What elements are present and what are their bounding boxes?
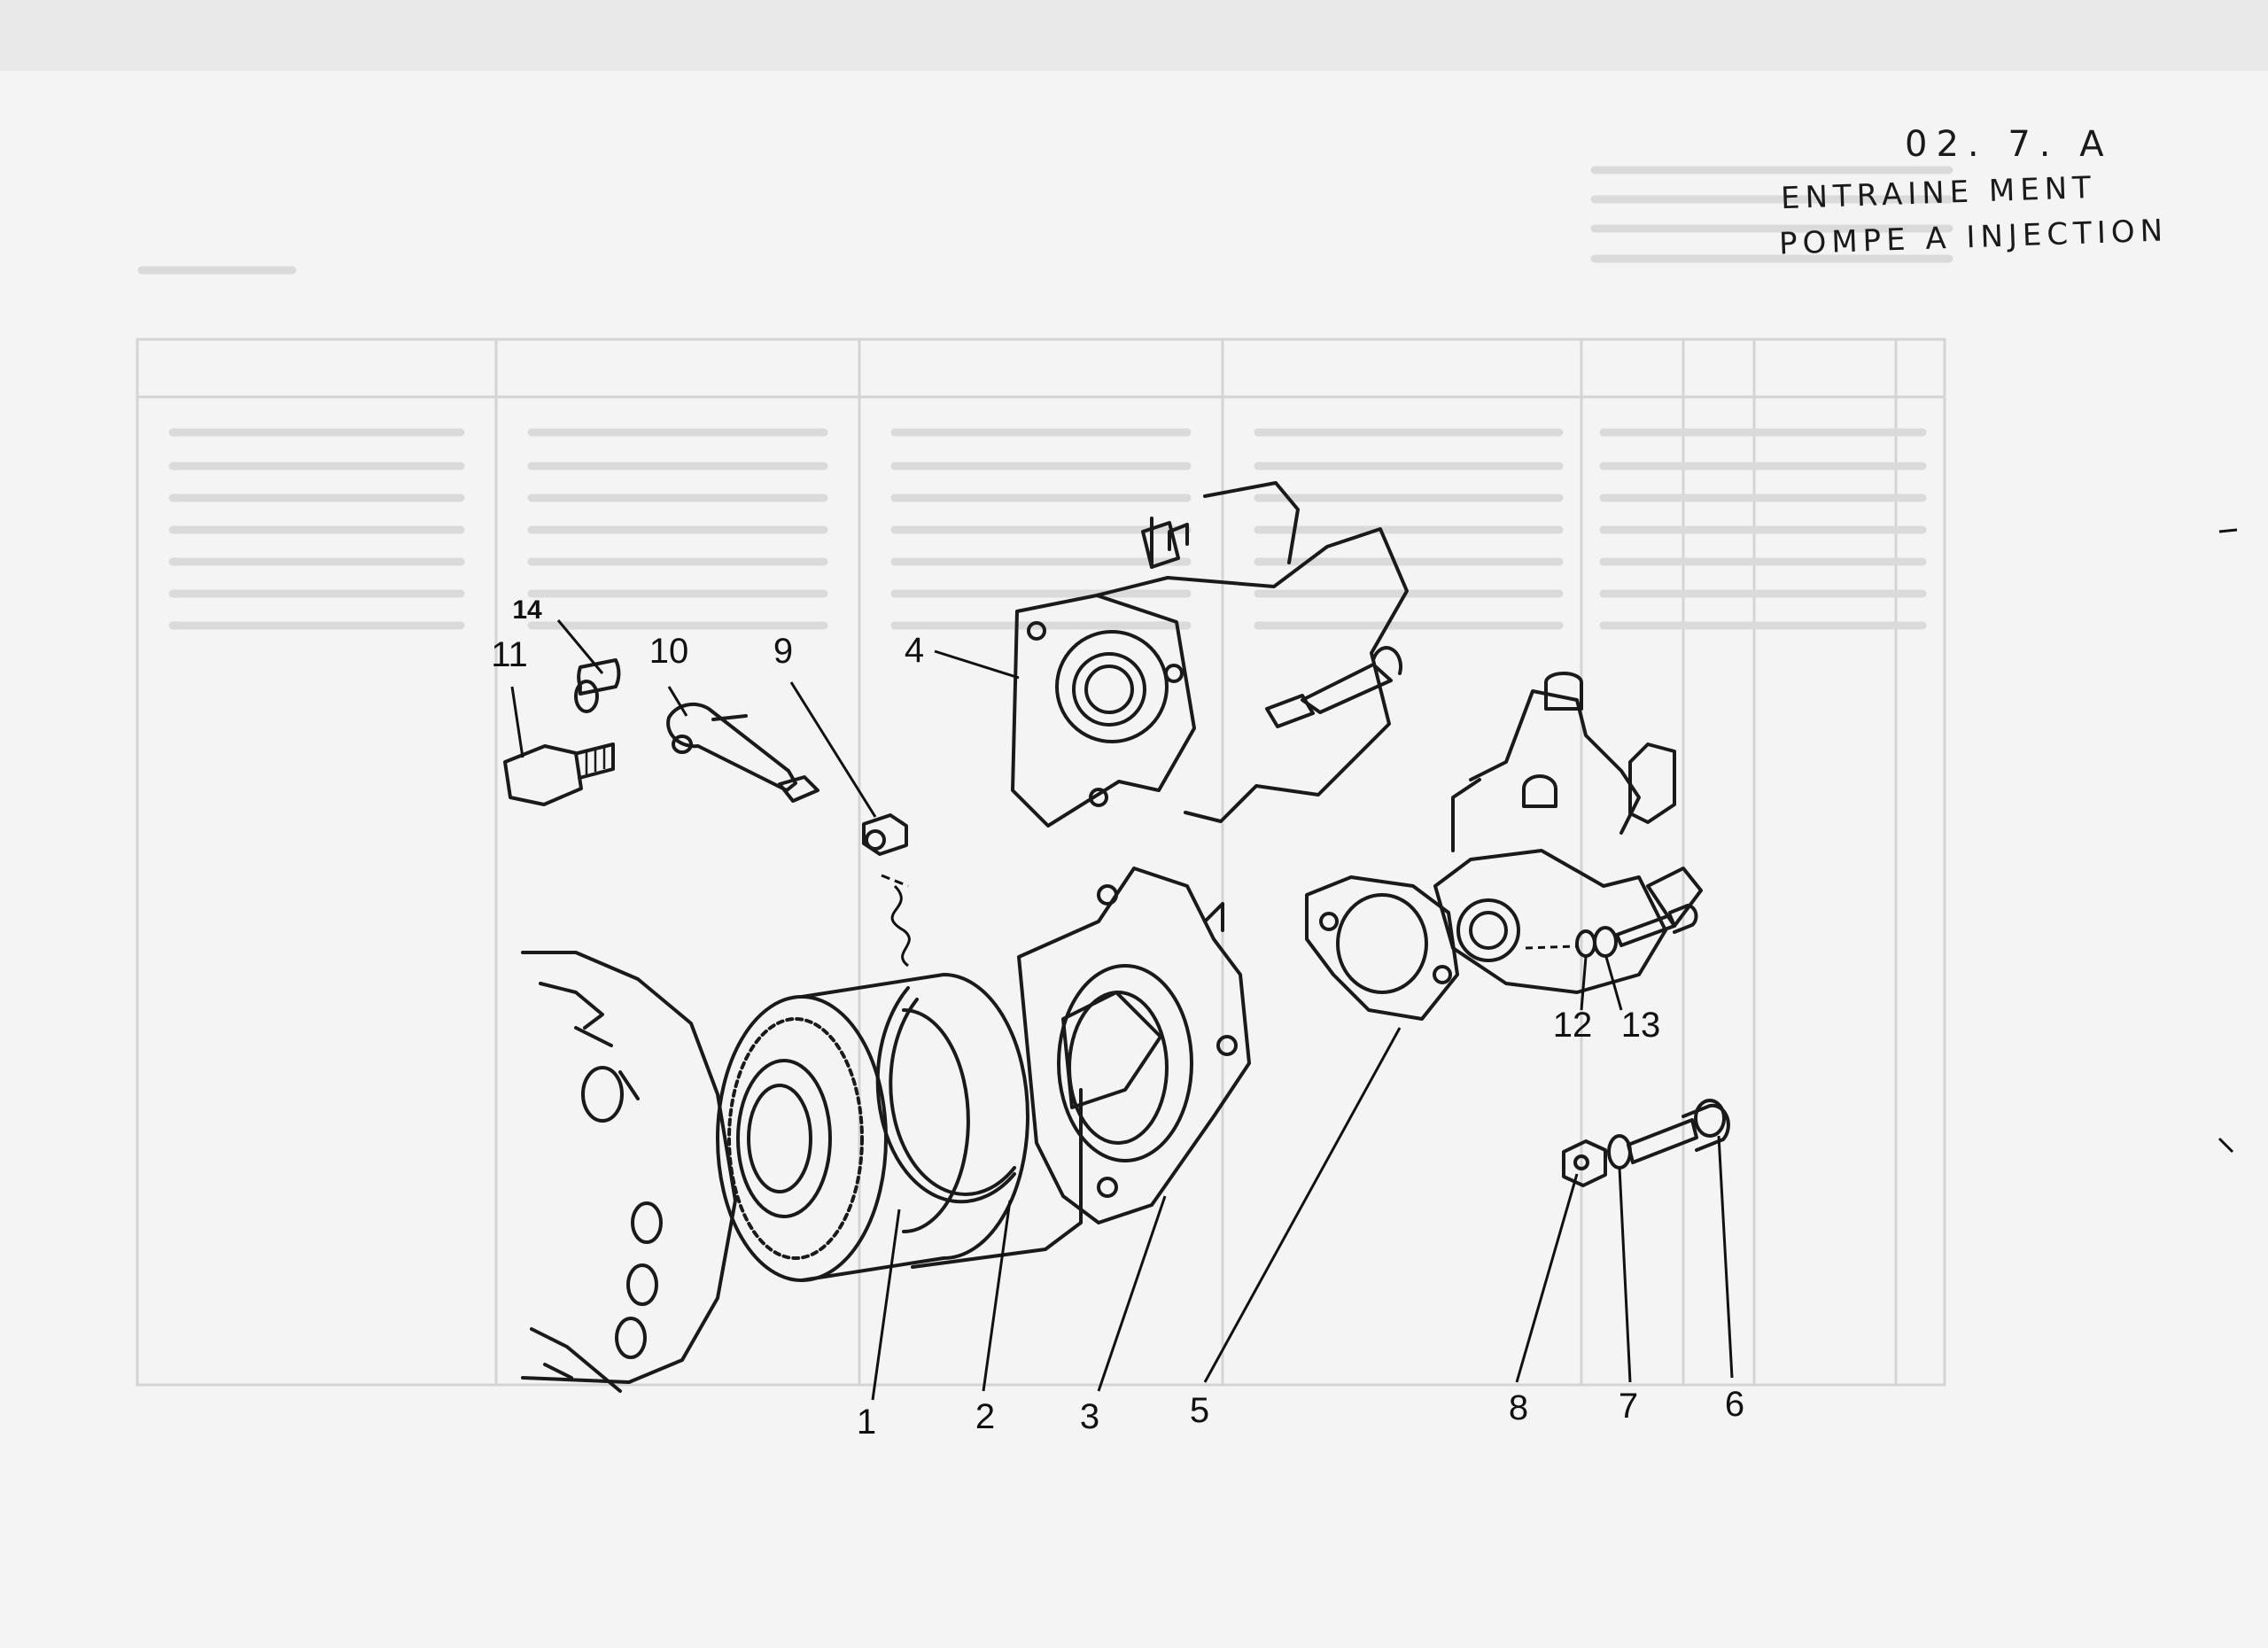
part-12-13-washers bbox=[1575, 904, 1698, 958]
callout-1: 1 bbox=[857, 1403, 876, 1442]
part-11-bolt bbox=[503, 742, 615, 806]
handwritten-ref-code: 02. 7. A bbox=[1905, 124, 2113, 165]
part-2-seal bbox=[875, 986, 1083, 1269]
engine-block-fragment bbox=[521, 951, 737, 1393]
callout-14: 14 bbox=[512, 595, 542, 625]
part-5-gasket bbox=[1305, 875, 1459, 1021]
part-6-7-8-bolt-set bbox=[1562, 1099, 1730, 1187]
part-3-cover bbox=[1017, 867, 1251, 1224]
callout-2: 2 bbox=[975, 1397, 995, 1436]
bleed-through-table bbox=[136, 338, 1946, 1387]
part-1-gear bbox=[716, 973, 1029, 1282]
callout-13: 13 bbox=[1621, 1006, 1661, 1045]
part-9-nut bbox=[862, 813, 908, 856]
callout-3: 3 bbox=[1080, 1397, 1099, 1436]
callout-8: 8 bbox=[1509, 1388, 1528, 1427]
scan-top-band bbox=[0, 0, 2268, 71]
callout-6: 6 bbox=[1725, 1385, 1744, 1424]
callout-10: 10 bbox=[649, 632, 689, 671]
callout-5: 5 bbox=[1190, 1391, 1209, 1430]
callout-12: 12 bbox=[1553, 1006, 1593, 1045]
leader-lines bbox=[510, 528, 2238, 1401]
callout-4: 4 bbox=[905, 631, 924, 670]
bleed-through-rows bbox=[137, 166, 1953, 630]
part-4-pump-flange bbox=[1011, 481, 1409, 828]
injection-pump-body bbox=[1433, 672, 1703, 994]
part-14-cap bbox=[574, 658, 621, 713]
part-10-lever bbox=[666, 702, 819, 803]
callout-11: 11 bbox=[491, 635, 528, 674]
callout-9: 9 bbox=[773, 632, 793, 671]
callout-7: 7 bbox=[1619, 1387, 1638, 1426]
